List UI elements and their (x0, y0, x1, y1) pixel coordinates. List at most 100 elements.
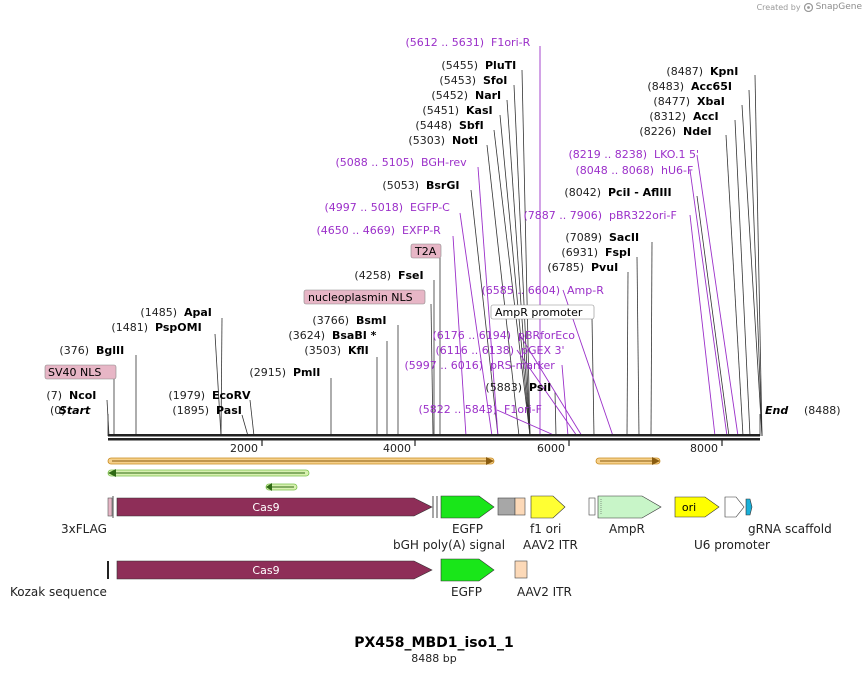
orf-reverse-1-head (108, 469, 116, 477)
leader-noti (486, 144, 520, 437)
tick-label-6000: 6000 (537, 442, 565, 455)
orf-reverse-2-head (266, 483, 272, 491)
site-pasi-pos: (1895) (172, 404, 209, 417)
site-kfli-name: KflI (348, 344, 369, 357)
site-bglii-name: BglII (96, 344, 124, 357)
site-acci-name: AccI (693, 110, 719, 123)
site-ncoi-name: NcoI (69, 389, 96, 402)
site-ncoi-pos: (7) (46, 389, 62, 402)
feature-aav2-itr-2 (514, 560, 528, 579)
label-egfp: EGFP (452, 522, 483, 536)
site-xbai-pos: (8477) (653, 95, 690, 108)
leader-pspomi (214, 333, 222, 437)
label-f1-ori: f1 ori (530, 522, 561, 536)
site-sacii-name: SacII (609, 231, 639, 244)
site-pluti-pos: (5455) (441, 59, 478, 72)
leader-sbfi (493, 129, 531, 437)
site-bsmi-pos: (3766) (312, 314, 349, 327)
primer-line-bgh-rev (477, 166, 499, 437)
site-end-pos: (8488) (804, 404, 841, 417)
feature-bgh-polya (497, 497, 516, 516)
label-bgh-polya: bGH poly(A) signal (393, 538, 505, 552)
primer-pbr322ori-f-name: pBR322ori-F (609, 209, 677, 222)
leader-acci (734, 119, 751, 437)
site-ecorv-pos: (1979) (168, 389, 205, 402)
feature-ori (674, 496, 720, 518)
plasmid-length: 8488 bp (411, 652, 456, 665)
site-bsmi-name: BsmI (356, 314, 387, 327)
feature-cas9-secondary-label: Cas9 (252, 564, 279, 577)
label-ampr: AmpR (609, 522, 645, 536)
primer-prs-marker-range: (5997 .. 6016) (404, 359, 483, 372)
box-sv40-nls (44, 364, 117, 380)
feature-aav2-itr-1 (514, 497, 526, 516)
site-pvui-pos: (6785) (547, 261, 584, 274)
leader-sfoi (513, 84, 531, 437)
box-t2a (410, 243, 442, 259)
primer-hu6-f-range: (8048 .. 8068) (575, 164, 654, 177)
site-bsabi-pos: (3624) (288, 329, 325, 342)
feature-cas9 (116, 497, 433, 517)
primer-line-f1ori-f (496, 409, 557, 437)
site-apai-pos: (1485) (140, 306, 177, 319)
backbone: 2000 4000 6000 8000 (108, 434, 760, 455)
label-3xflag: 3xFLAG (61, 522, 107, 536)
site-bglii-pos: (376) (59, 344, 89, 357)
snapgene-app-name: SnapGene (815, 2, 862, 12)
site-psii-name: PsiI (529, 381, 551, 394)
leader-ncoi (106, 399, 110, 437)
tick-label-8000: 8000 (690, 442, 718, 455)
primer-line-hu6-f (689, 169, 728, 437)
snapgene-logo-icon (803, 2, 813, 12)
leader-bsrgi (470, 189, 499, 437)
site-start-pos: (0) (50, 404, 66, 417)
site-ndei-pos: (8226) (639, 125, 676, 138)
box-t2a-label: T2A (414, 245, 437, 258)
feature-egfp-secondary (440, 558, 495, 582)
feature-cas9-label: Cas9 (252, 501, 279, 514)
site-acci-pos: (8312) (649, 110, 686, 123)
box-nucleoplasmin-nls (303, 289, 426, 305)
leader-fspi (636, 256, 640, 437)
primer-line-lko1 (696, 154, 739, 437)
leader-nari (506, 99, 531, 437)
primer-bgh-rev-name: BGH-rev (421, 156, 467, 169)
boxed-feature-labels: SV40 NLS T2A nucleoplasmin NLS AmpR prom… (44, 243, 595, 380)
site-pvui-name: PvuI (591, 261, 618, 274)
feature-egfp (440, 495, 495, 519)
feature-ori-label: ori (682, 501, 696, 514)
site-pluti-name: PluTI (485, 59, 516, 72)
feature-grna-scaffold (745, 498, 753, 516)
box-sv40-nls-label: SV40 NLS (48, 366, 101, 379)
feature-track: Cas9 ori 3xFLAG bGH poly(A) signal EGFP … (61, 495, 832, 552)
primer-line-pbrforeco (519, 334, 583, 437)
site-sacii-pos: (7089) (565, 231, 602, 244)
restriction-site-labels: (0) Start (7) NcoI (376) BglII (1485) Ap… (46, 59, 840, 417)
primer-lko1-range: (8219 .. 8238) (568, 148, 647, 161)
site-pcii-name: PciI - AflIII (608, 186, 672, 199)
site-ndei-name: NdeI (683, 125, 712, 138)
site-sfoi-pos: (5453) (439, 74, 476, 87)
site-start-name: Start (59, 404, 91, 417)
leader-pvui (626, 271, 629, 437)
site-sfoi-name: SfoI (483, 74, 507, 87)
site-fspi-pos: (6931) (561, 246, 598, 259)
label-egfp-secondary: EGFP (451, 585, 482, 599)
primer-amp-r-range: (6585 .. 6604) (481, 284, 560, 297)
primer-bgh-rev-range: (5088 .. 5105) (335, 156, 414, 169)
box-ampr-promoter (490, 304, 595, 320)
feature-f1-ori (530, 495, 566, 519)
site-acc65i-pos: (8483) (647, 80, 684, 93)
site-pmli-name: PmlI (293, 366, 320, 379)
site-pspomi-name: PspOMI (155, 321, 202, 334)
site-bsrgi-name: BsrGI (426, 179, 459, 192)
primer-amp-r-name: Amp-R (567, 284, 604, 297)
label-grna-scaffold: gRNA scaffold (748, 522, 832, 536)
leader-kasi (499, 114, 531, 437)
site-kasi-pos: (5451) (422, 104, 459, 117)
site-pasi-name: PasI (216, 404, 242, 417)
site-kfli-pos: (3503) (304, 344, 341, 357)
site-acc65i-name: Acc65I (691, 80, 732, 93)
feature-ampr-promoter (588, 497, 596, 516)
